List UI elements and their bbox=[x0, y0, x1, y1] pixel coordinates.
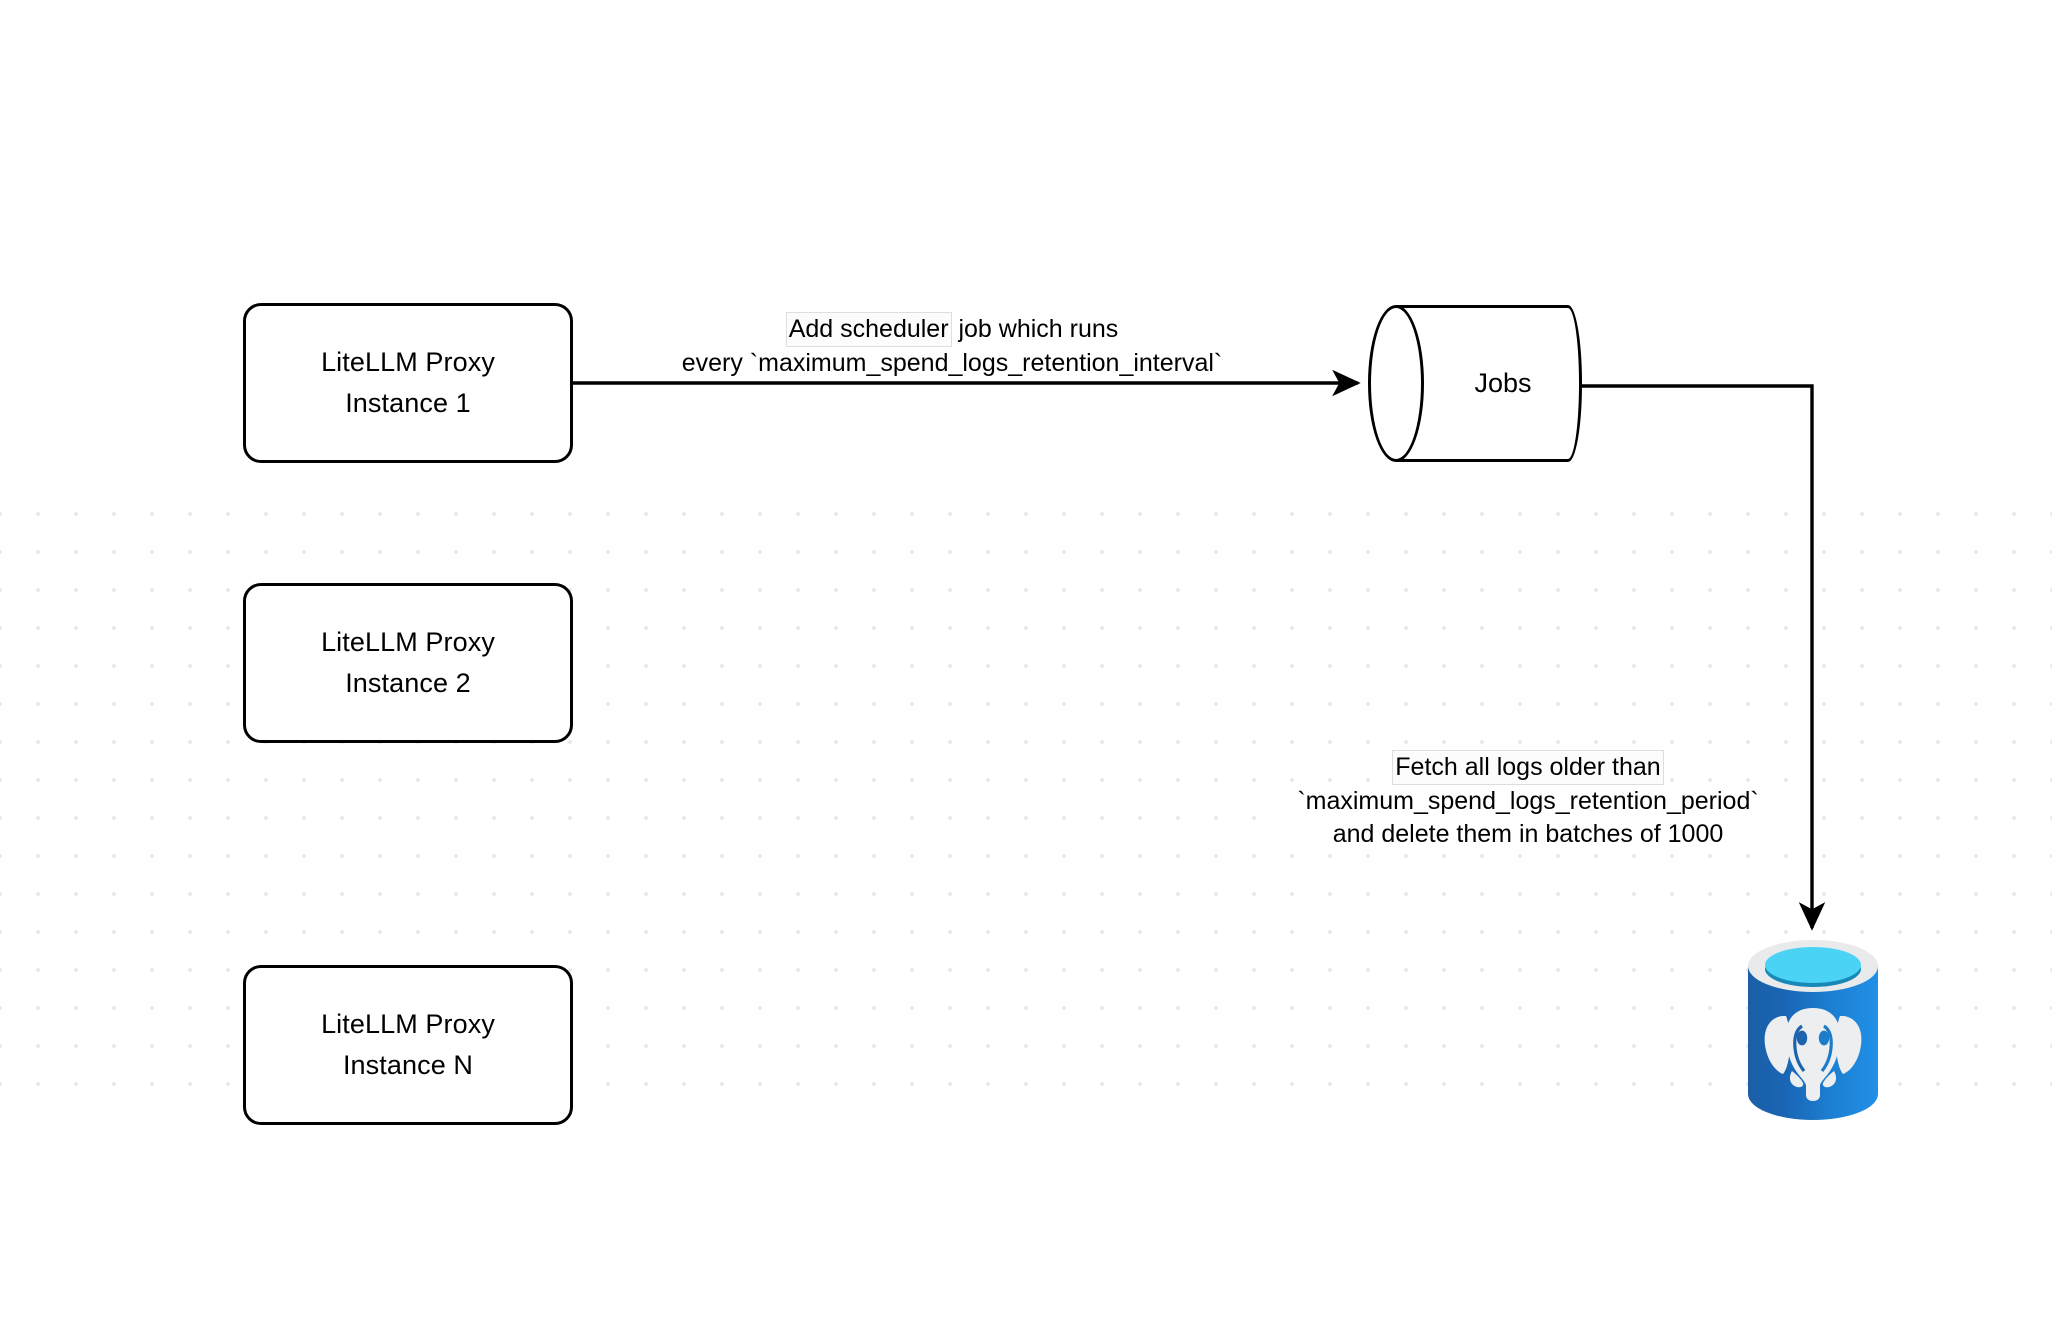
elephant-face-line-right bbox=[1820, 1024, 1833, 1072]
edge-label-scheduler-highlight: Add scheduler bbox=[785, 312, 952, 347]
edge-label-retention-line2: `maximum_spend_logs_retention_period` bbox=[1258, 785, 1798, 818]
node-litellm-proxy-instance-n[interactable]: LiteLLM Proxy Instance N bbox=[243, 965, 573, 1125]
elephant-eye-left bbox=[1796, 1030, 1808, 1046]
edge-label-scheduler: Add scheduler job which runs every `maxi… bbox=[612, 312, 1292, 380]
database-top-surface bbox=[1765, 947, 1861, 983]
jobs-label: Jobs bbox=[1474, 368, 1532, 398]
jobs-cylinder-body bbox=[1396, 305, 1582, 462]
edge-label-retention-line1-wrap: Fetch all logs older than bbox=[1258, 750, 1798, 785]
node-postgresql-database[interactable] bbox=[1742, 938, 1884, 1123]
postgresql-icon bbox=[1748, 940, 1878, 1120]
elephant-glyph bbox=[1764, 1008, 1862, 1101]
node-litellm-proxy-instance-2[interactable]: LiteLLM Proxy Instance 2 bbox=[243, 583, 573, 743]
edge-label-scheduler-line1-rest: job which runs bbox=[951, 315, 1119, 343]
edge-label-scheduler-line2: every `maximum_spend_logs_retention_inte… bbox=[612, 347, 1292, 380]
node-label-line1: LiteLLM Proxy bbox=[321, 347, 495, 377]
edge-label-retention: Fetch all logs older than `maximum_spend… bbox=[1258, 750, 1798, 851]
elephant-eye-right bbox=[1818, 1030, 1830, 1046]
edge-label-retention-line3: and delete them in batches of 1000 bbox=[1258, 818, 1798, 851]
node-label-line2: Instance N bbox=[342, 1050, 474, 1080]
edge-label-scheduler-line1: Add scheduler job which runs bbox=[612, 312, 1292, 347]
node-label-line1: LiteLLM Proxy bbox=[321, 627, 495, 657]
node-label-line2: Instance 1 bbox=[345, 388, 471, 418]
node-litellm-proxy-instance-1[interactable]: LiteLLM Proxy Instance 1 bbox=[243, 303, 573, 463]
node-label-line1: LiteLLM Proxy bbox=[321, 1009, 495, 1039]
elephant-face-line-left bbox=[1793, 1024, 1806, 1072]
jobs-cylinder-cap bbox=[1368, 305, 1424, 462]
node-label-line2: Instance 2 bbox=[345, 668, 471, 698]
node-jobs-queue[interactable]: Jobs bbox=[1368, 305, 1582, 462]
edge-label-retention-highlight: Fetch all logs older than bbox=[1392, 750, 1664, 785]
